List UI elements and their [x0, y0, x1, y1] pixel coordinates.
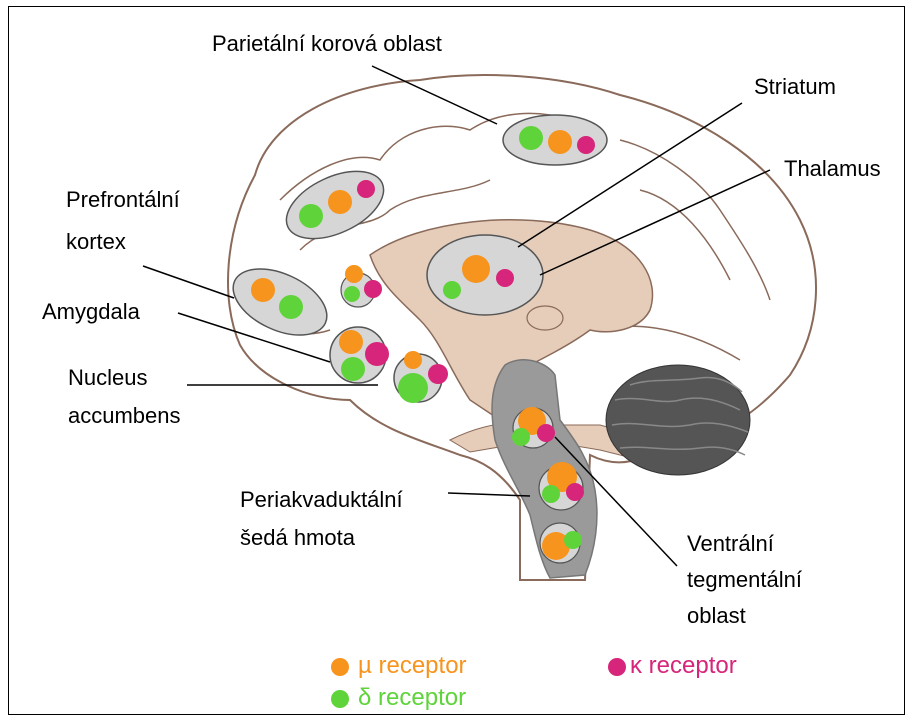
- mu-receptor-dot: [251, 278, 275, 302]
- label-prefrontal-line2: kortex: [66, 228, 126, 255]
- label-vta-line3: oblast: [687, 602, 746, 629]
- delta-receptor-dot: [564, 531, 582, 549]
- label-pag-line1: Periakvaduktální: [240, 486, 403, 513]
- label-thalamus: Thalamus: [784, 155, 881, 182]
- legend-mu-dot: [331, 658, 349, 676]
- legend-delta-dot: [331, 690, 349, 708]
- label-vta-line1: Ventrální: [687, 530, 774, 557]
- inner-small-ellipse: [527, 306, 563, 330]
- label-pag-line2: šedá hmota: [240, 524, 355, 551]
- label-nucleus-line2: accumbens: [68, 402, 181, 429]
- delta-receptor-dot: [299, 204, 323, 228]
- delta-receptor-dot: [279, 295, 303, 319]
- label-vta-line2: tegmentální: [687, 566, 802, 593]
- delta-receptor-dot: [443, 281, 461, 299]
- label-parietal: Parietální korová oblast: [212, 30, 442, 57]
- delta-receptor-dot: [512, 428, 530, 446]
- label-nucleus-line1: Nucleus: [68, 364, 147, 391]
- legend-delta-label: δ receptor: [358, 684, 466, 712]
- delta-receptor-dot: [542, 485, 560, 503]
- delta-receptor-dot: [344, 286, 360, 302]
- legend-mu-label: µ receptor: [358, 652, 467, 680]
- mu-receptor-dot: [339, 330, 363, 354]
- cerebellum: [606, 365, 750, 475]
- label-striatum: Striatum: [754, 73, 836, 100]
- delta-receptor-dot: [398, 373, 428, 403]
- mu-receptor-dot: [328, 190, 352, 214]
- delta-receptor-dot: [341, 357, 365, 381]
- kappa-receptor-dot: [577, 136, 595, 154]
- label-amygdala: Amygdala: [42, 298, 140, 325]
- kappa-receptor-dot: [365, 342, 389, 366]
- leader-line-prefrontal: [143, 266, 234, 298]
- kappa-receptor-dot: [496, 269, 514, 287]
- mu-receptor-dot: [345, 265, 363, 283]
- kappa-receptor-dot: [357, 180, 375, 198]
- kappa-receptor-dot: [364, 280, 382, 298]
- legend-kappa-label: κ receptor: [630, 652, 737, 680]
- mu-receptor-dot: [462, 255, 490, 283]
- legend-kappa-dot: [608, 658, 626, 676]
- mu-receptor-dot: [404, 351, 422, 369]
- delta-receptor-dot: [519, 126, 543, 150]
- mu-receptor-dot: [548, 130, 572, 154]
- label-prefrontal-line1: Prefrontální: [66, 186, 180, 213]
- kappa-receptor-dot: [428, 364, 448, 384]
- kappa-receptor-dot: [566, 483, 584, 501]
- kappa-receptor-dot: [537, 424, 555, 442]
